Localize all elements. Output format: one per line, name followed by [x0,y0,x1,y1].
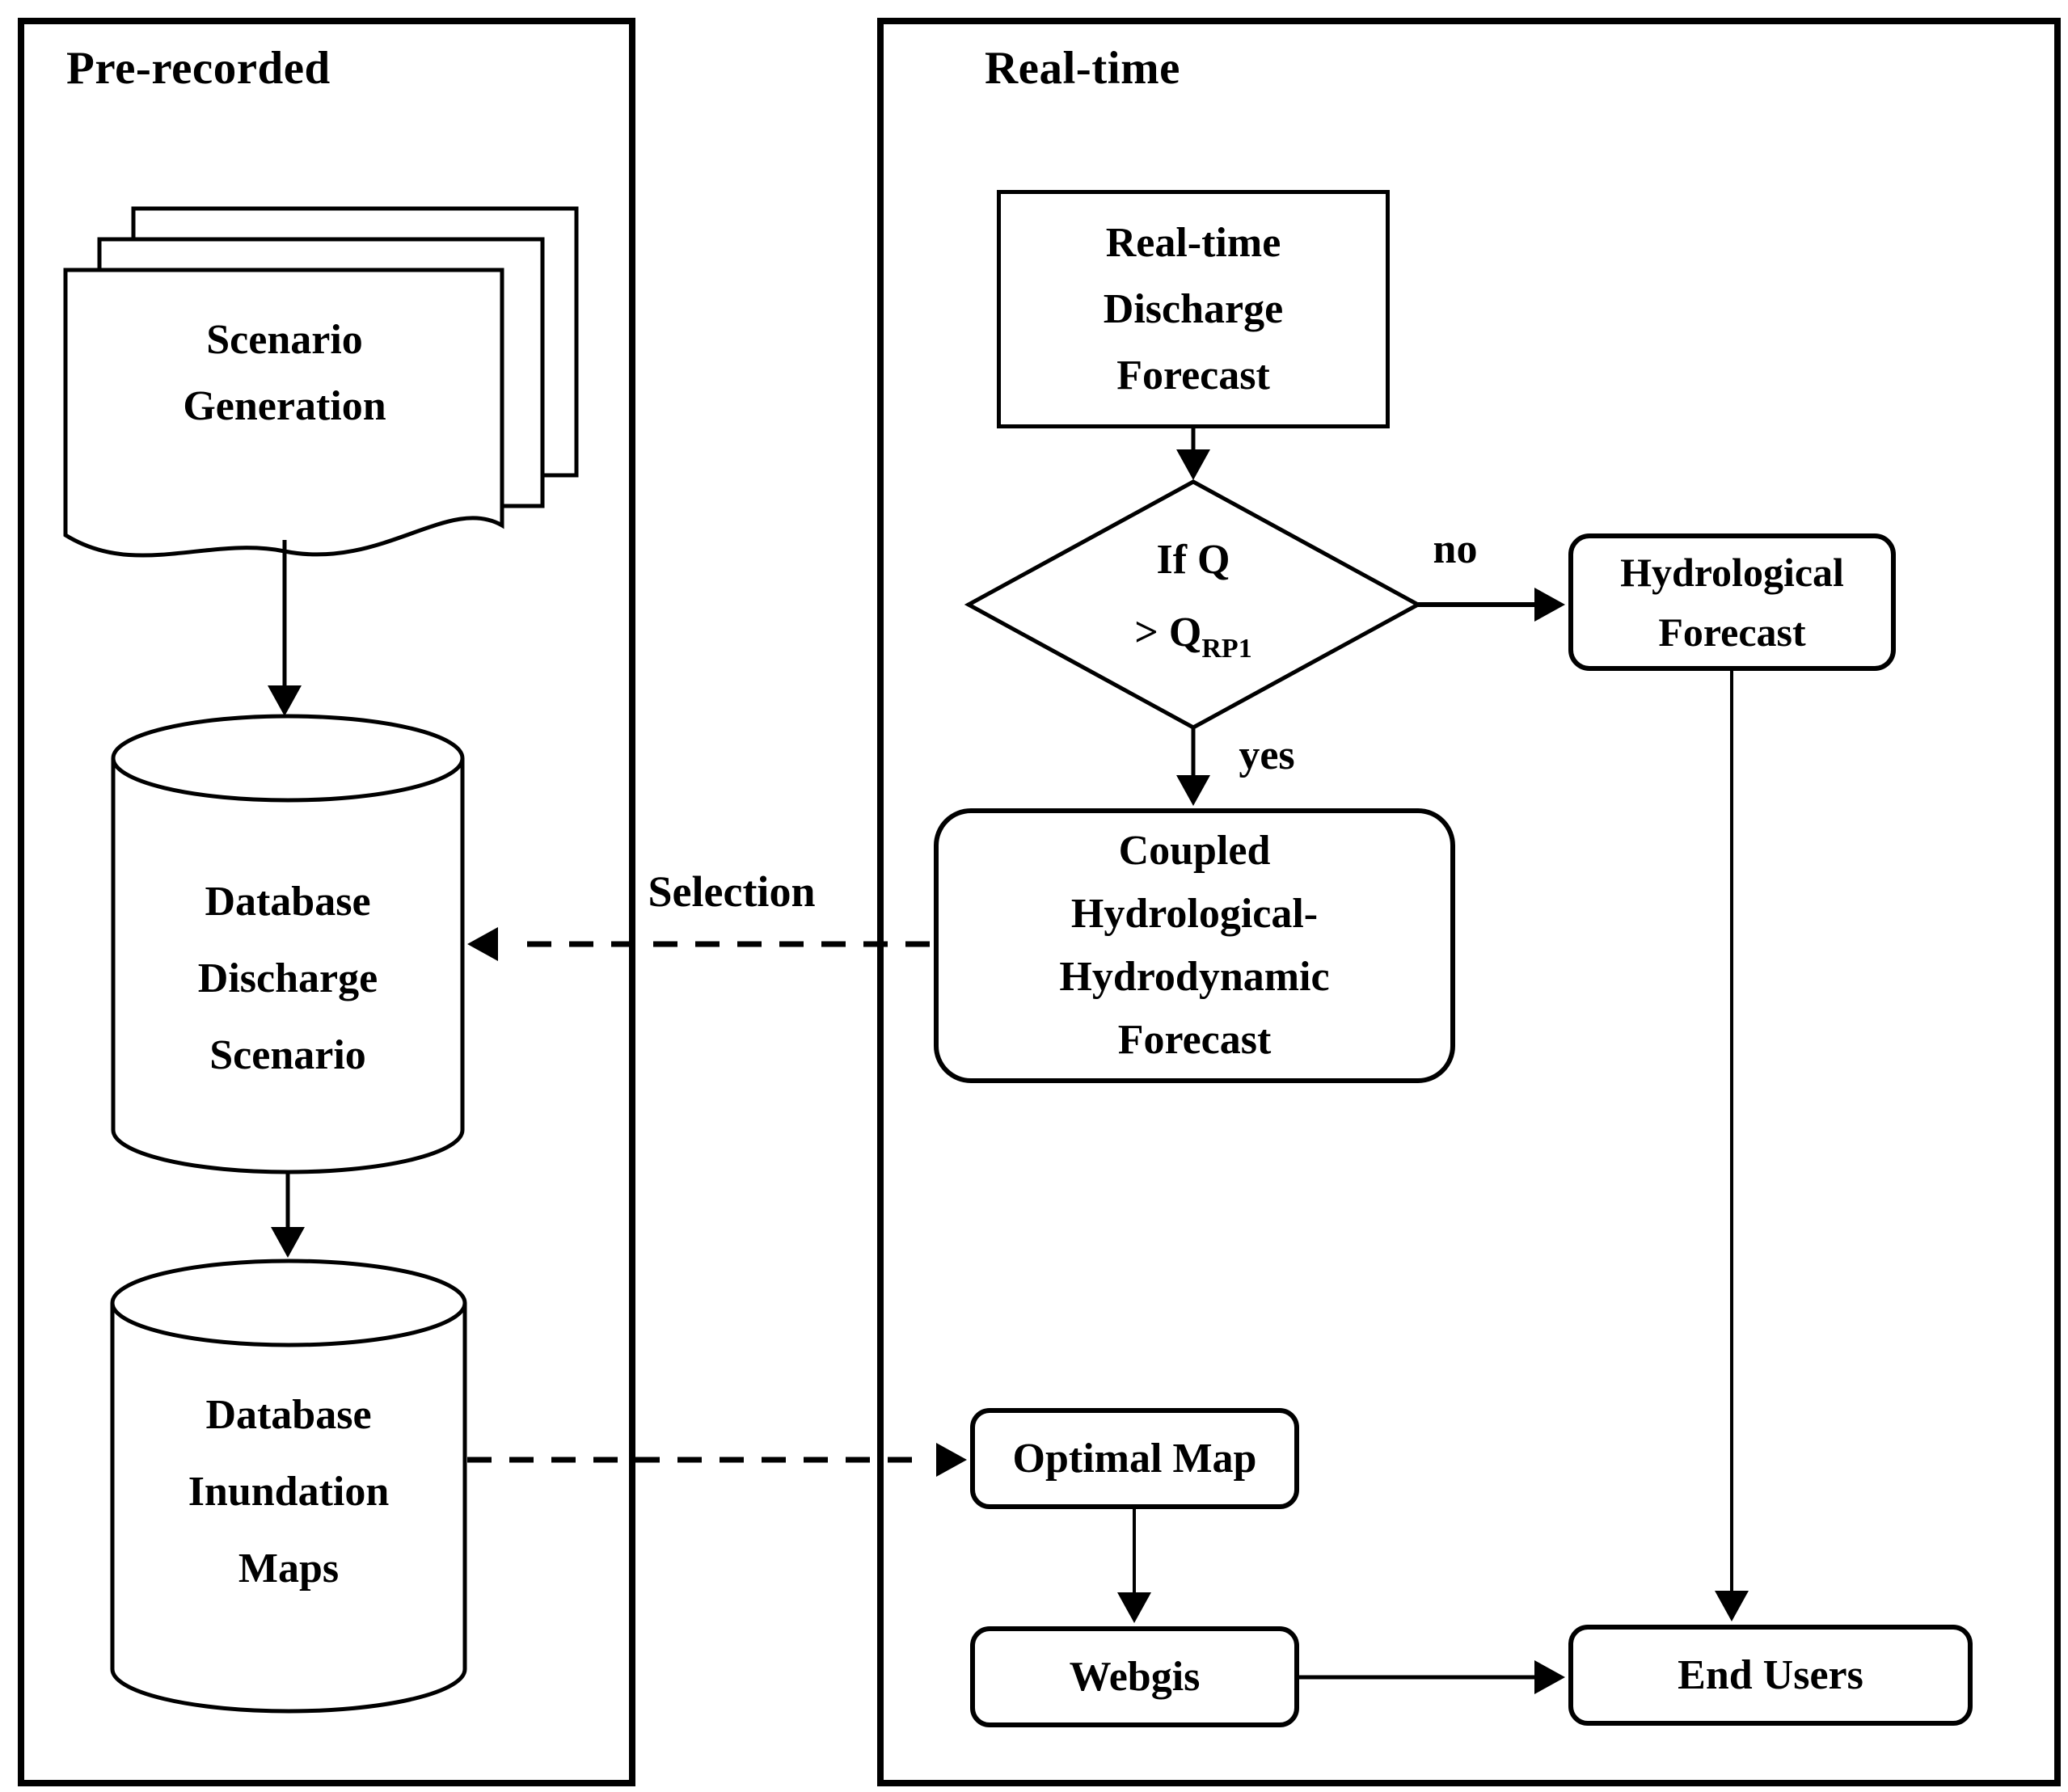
cylinder-discharge-scenario [111,714,465,1174]
label-line: End Users [1678,1652,1863,1698]
label-line: Forecast [1658,609,1806,655]
document-stack-shape [63,206,579,558]
label-line: Hydrodynamic [1059,954,1330,1000]
node-real-time-discharge-forecast: Real-time Discharge Forecast [997,190,1390,428]
node-hydrological-forecast: Hydrological Forecast [1568,533,1896,671]
label-line: Hydrological- [1070,891,1319,937]
panel-title-pre-recorded: Pre-recorded [66,43,331,94]
label-line: Optimal Map [1012,1436,1257,1482]
decision-diamond-shape [964,479,1423,730]
label-line: Coupled [1118,828,1271,874]
label-line: Forecast [1116,352,1270,398]
label-line: Discharge [1103,285,1284,332]
arrow-discharge-db-to-maps-db [271,1172,305,1258]
node-optimal-map: Optimal Map [970,1408,1299,1509]
arrow-maps-to-optimal-dashed [467,1443,967,1477]
arrow-webgis-to-endusers [1299,1660,1565,1694]
arrow-selection-dashed [467,927,930,961]
arrow-optimal-to-webgis [1117,1509,1151,1623]
panel-real-time [877,18,2061,1786]
arrow-no-to-hydrological-forecast [1418,588,1565,622]
label-line: Hydrological [1620,550,1844,595]
node-coupled-forecast: Coupled Hydrological- Hydrodynamic Forec… [934,808,1455,1083]
document-page-front [63,268,504,558]
edge-label-yes: yes [1239,732,1295,778]
edge-label-selection: Selection [648,867,816,916]
arrow-yes-to-coupled-forecast [1176,727,1210,806]
label-line: Forecast [1117,1017,1272,1063]
node-end-users: End Users [1568,1625,1973,1726]
label-line: Webgis [1069,1654,1201,1700]
arrow-hydrological-to-endusers [1715,671,1749,1621]
panel-title-real-time: Real-time [985,43,1180,94]
arrow-scenario-to-discharge-db [268,540,302,716]
edge-label-no: no [1433,526,1478,572]
panel-pre-recorded [18,18,635,1786]
cylinder-inundation-maps [110,1259,467,1714]
label-line: Real-time [1105,219,1281,266]
arrow-forecast-to-decision [1176,428,1210,480]
node-webgis: Webgis [970,1626,1299,1727]
